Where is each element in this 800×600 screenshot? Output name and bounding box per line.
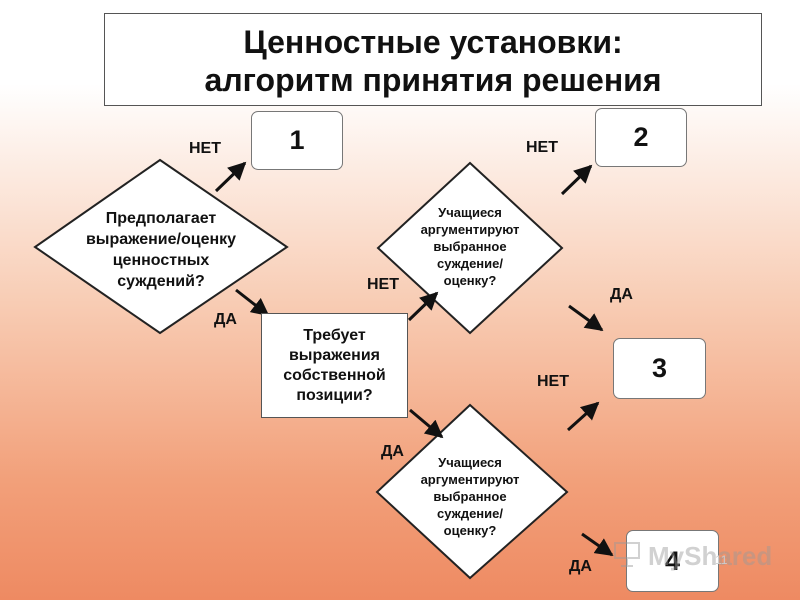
decision-diamond-3 bbox=[375, 403, 569, 580]
diamond-1-line-1: Предполагает bbox=[105, 210, 217, 227]
diamond-1-line-3: ценностных bbox=[112, 252, 210, 269]
result-box-2-label: 2 bbox=[633, 122, 649, 152]
decision-diamond-2 bbox=[376, 161, 564, 335]
rect-line-3: собственной bbox=[283, 366, 386, 384]
diamond-3-line-3: выбранное bbox=[433, 488, 507, 504]
diamond-3-line-1: Учащиеся bbox=[438, 454, 502, 470]
arrow-d2-to-box3 bbox=[568, 304, 604, 332]
diamond-2-text: Учащиеся аргументируют выбранное суждени… bbox=[400, 200, 540, 292]
diamond-2-line-2: аргументируют bbox=[420, 221, 520, 237]
title-line-2: алгоритм принятия решения bbox=[204, 62, 662, 98]
diamond-3-line-4: суждение/ bbox=[436, 505, 503, 521]
result-box-4-label: 4 bbox=[664, 545, 681, 576]
label-no-1: НЕТ bbox=[189, 140, 221, 157]
result-box-2: 2 bbox=[595, 108, 687, 167]
diamond-1-line-2: выражение/оценку bbox=[85, 231, 237, 248]
diamond-3-text: Учащиеся аргументируют выбранное суждени… bbox=[400, 450, 540, 542]
label-no-2: НЕТ bbox=[367, 276, 399, 293]
label-no-4: НЕТ bbox=[537, 373, 569, 390]
title-box: Ценностные установки: алгоритм принятия … bbox=[104, 13, 762, 106]
page-number: 11 bbox=[715, 553, 728, 567]
diamond-2-line-4: суждение/ bbox=[436, 255, 503, 271]
watermark: MyShared bbox=[612, 538, 772, 574]
arrow-d1-to-box1 bbox=[214, 161, 247, 193]
decision-diamond-1 bbox=[33, 158, 289, 335]
label-yes-3: ДА bbox=[610, 286, 633, 303]
arrow-d3-to-box3 bbox=[566, 401, 600, 432]
arrow-d2-to-box2 bbox=[560, 164, 593, 196]
title-line-1: Ценностные установки: bbox=[243, 24, 623, 60]
diamond-2-line-5: оценку? bbox=[443, 272, 497, 288]
result-box-3: 3 bbox=[613, 338, 706, 399]
rect-line-1: Требует bbox=[303, 326, 366, 344]
arrow-rect-to-d3 bbox=[409, 408, 444, 439]
diamond-1-line-4: суждений? bbox=[117, 273, 205, 290]
watermark-text: MyShared bbox=[648, 540, 773, 571]
position-question-box: Требует выражения собственной позиции? bbox=[261, 313, 408, 418]
rect-line-2: выражения bbox=[288, 346, 381, 364]
result-box-4: 4 bbox=[626, 530, 719, 592]
arrow-rect-to-d2 bbox=[407, 291, 439, 322]
label-yes-4: ДА bbox=[569, 558, 592, 575]
diamond-1-text: Предполагает выражение/оценку ценностных… bbox=[55, 205, 267, 295]
diamond-3-line-2: аргументируют bbox=[420, 471, 520, 487]
result-box-1: 1 bbox=[251, 111, 343, 170]
presentation-icon bbox=[612, 539, 642, 574]
result-box-1-label: 1 bbox=[289, 125, 305, 155]
diamond-3-line-5: оценку? bbox=[443, 522, 497, 538]
result-box-3-label: 3 bbox=[651, 353, 668, 383]
label-yes-2: ДА bbox=[381, 443, 404, 460]
arrow-d1-to-rect bbox=[235, 288, 270, 317]
diamond-2-line-1: Учащиеся bbox=[438, 204, 502, 220]
arrow-d3-to-box4 bbox=[581, 532, 614, 557]
rect-line-4: позиции? bbox=[296, 386, 373, 404]
label-yes-1: ДА bbox=[214, 311, 237, 328]
label-no-3: НЕТ bbox=[526, 139, 558, 156]
diamond-2-line-3: выбранное bbox=[433, 238, 507, 254]
